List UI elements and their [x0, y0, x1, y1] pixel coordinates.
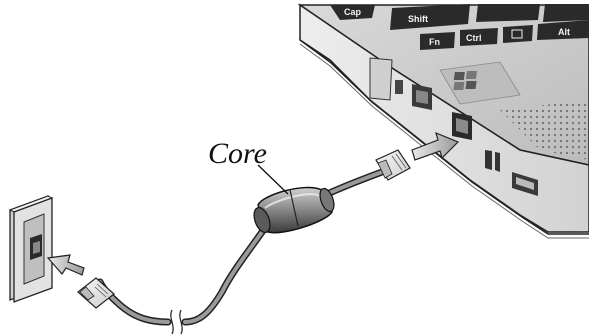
key-fn-label: Fn — [429, 37, 440, 47]
side-slot — [370, 58, 392, 100]
key-windows — [503, 25, 533, 43]
key-ctrl-label: Ctrl — [466, 33, 482, 43]
side-port-small — [395, 80, 403, 94]
insert-arrow-wall-icon — [48, 255, 84, 275]
key-blank-1 — [476, 4, 540, 22]
core-label: Core — [208, 137, 267, 170]
key-ctrl: Ctrl — [460, 28, 498, 46]
ferrite-core — [251, 187, 337, 235]
key-shift-label: Shift — [408, 14, 428, 24]
lan-port — [412, 84, 432, 110]
laptop: Cap Shift Fn Ctrl Alt — [300, 4, 589, 238]
key-alt-label: Alt — [558, 27, 570, 37]
wall-phone-jack — [10, 196, 52, 302]
key-blank-2 — [543, 4, 589, 22]
rj11-plug-wall — [78, 278, 114, 308]
phone-cable — [100, 172, 382, 334]
modem-port — [452, 112, 472, 140]
key-cap-label: Cap — [344, 7, 362, 17]
key-fn: Fn — [420, 32, 455, 50]
